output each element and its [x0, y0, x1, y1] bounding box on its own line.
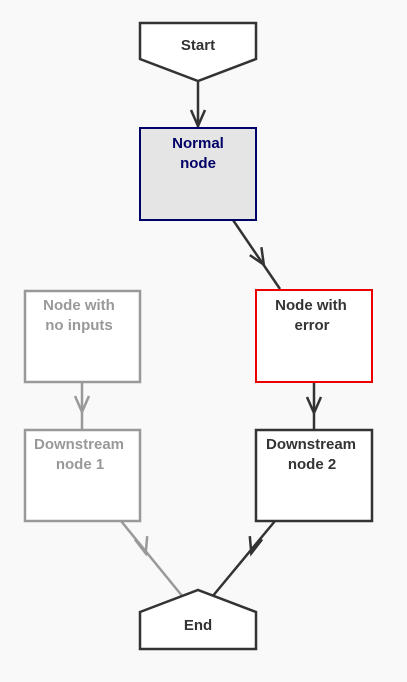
edge-error-to-downstream2	[305, 383, 323, 429]
node-error-label-line1: Node with	[275, 297, 347, 314]
edge-downstream1-to-end	[120, 520, 184, 598]
node-downstream-1-label-line1: Downstream	[34, 436, 124, 453]
node-error[interactable]: Node with error	[255, 289, 373, 383]
node-start-label: Start	[181, 37, 215, 54]
node-end-label: End	[184, 617, 212, 634]
edge-downstream2-to-end	[211, 520, 276, 598]
node-no-inputs-label-line2: no inputs	[45, 317, 113, 334]
node-error-label-line2: error	[294, 317, 329, 334]
node-no-inputs-label-line1: Node with	[43, 297, 115, 314]
edge-normal-to-error	[231, 219, 282, 290]
node-downstream-2-label-line1: Downstream	[266, 436, 356, 453]
node-start[interactable]: Start	[138, 21, 258, 83]
edge-start-to-normal	[189, 82, 207, 130]
node-normal-label-line1: Normal	[172, 135, 224, 152]
node-normal-label-line2: node	[180, 155, 216, 172]
edge-noinputs-to-downstream1	[73, 383, 91, 429]
node-downstream-2[interactable]: Downstream node 2	[254, 428, 374, 523]
edges	[73, 82, 323, 598]
node-downstream-1[interactable]: Downstream node 1	[23, 428, 142, 523]
node-downstream-1-label-line2: node 1	[56, 456, 104, 473]
node-end[interactable]: End	[138, 588, 258, 651]
node-normal[interactable]: Normal node	[139, 127, 257, 221]
node-no-inputs[interactable]: Node with no inputs	[23, 289, 142, 384]
node-downstream-2-label-line2: node 2	[288, 456, 336, 473]
